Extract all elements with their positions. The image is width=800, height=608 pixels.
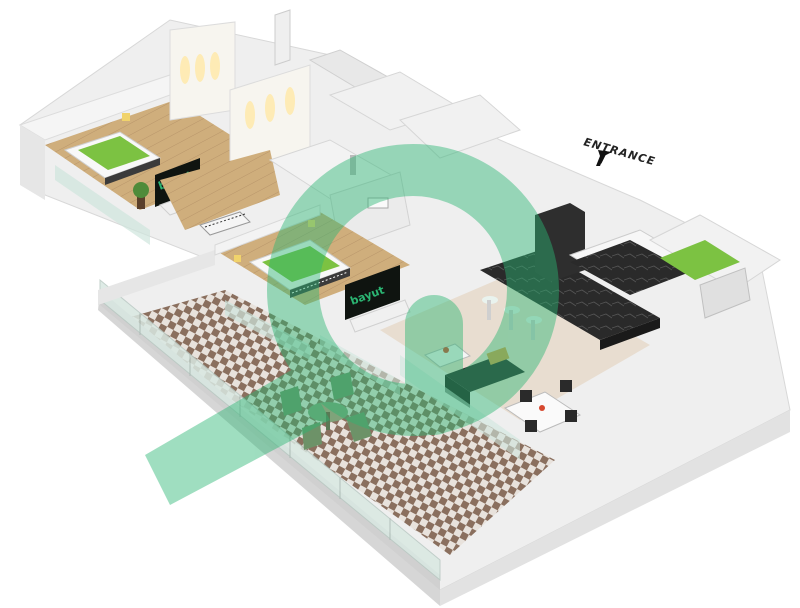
outdoor-dining-set [280, 372, 372, 450]
maid-room [648, 214, 781, 319]
walk-in-closet [160, 21, 311, 236]
bathrooms [268, 9, 521, 251]
third-bedside-lamp [234, 255, 241, 262]
entrance-marker: ENTRANCE [582, 135, 657, 168]
entrance-label: ENTRANCE [582, 135, 657, 168]
vanity [367, 197, 389, 209]
second-bedside-lamp [308, 220, 315, 227]
shower-fixture [350, 155, 356, 175]
living-tv: bayut [345, 265, 400, 320]
plant [133, 182, 149, 209]
balcony [98, 250, 555, 590]
walk-in-bench [199, 211, 251, 236]
bedside-lamp [122, 113, 130, 121]
second-bed [248, 239, 352, 298]
kitchen-island [480, 250, 660, 350]
bayut-watermark [145, 144, 559, 505]
balcony-glass-railing [99, 278, 441, 582]
master-bed [63, 131, 162, 185]
sofa [445, 346, 525, 408]
second-bedroom: bayut [214, 204, 411, 360]
side-table [423, 343, 472, 368]
dining-table [503, 380, 582, 433]
kitchen-cabinets [535, 203, 702, 295]
living-area [320, 203, 702, 460]
